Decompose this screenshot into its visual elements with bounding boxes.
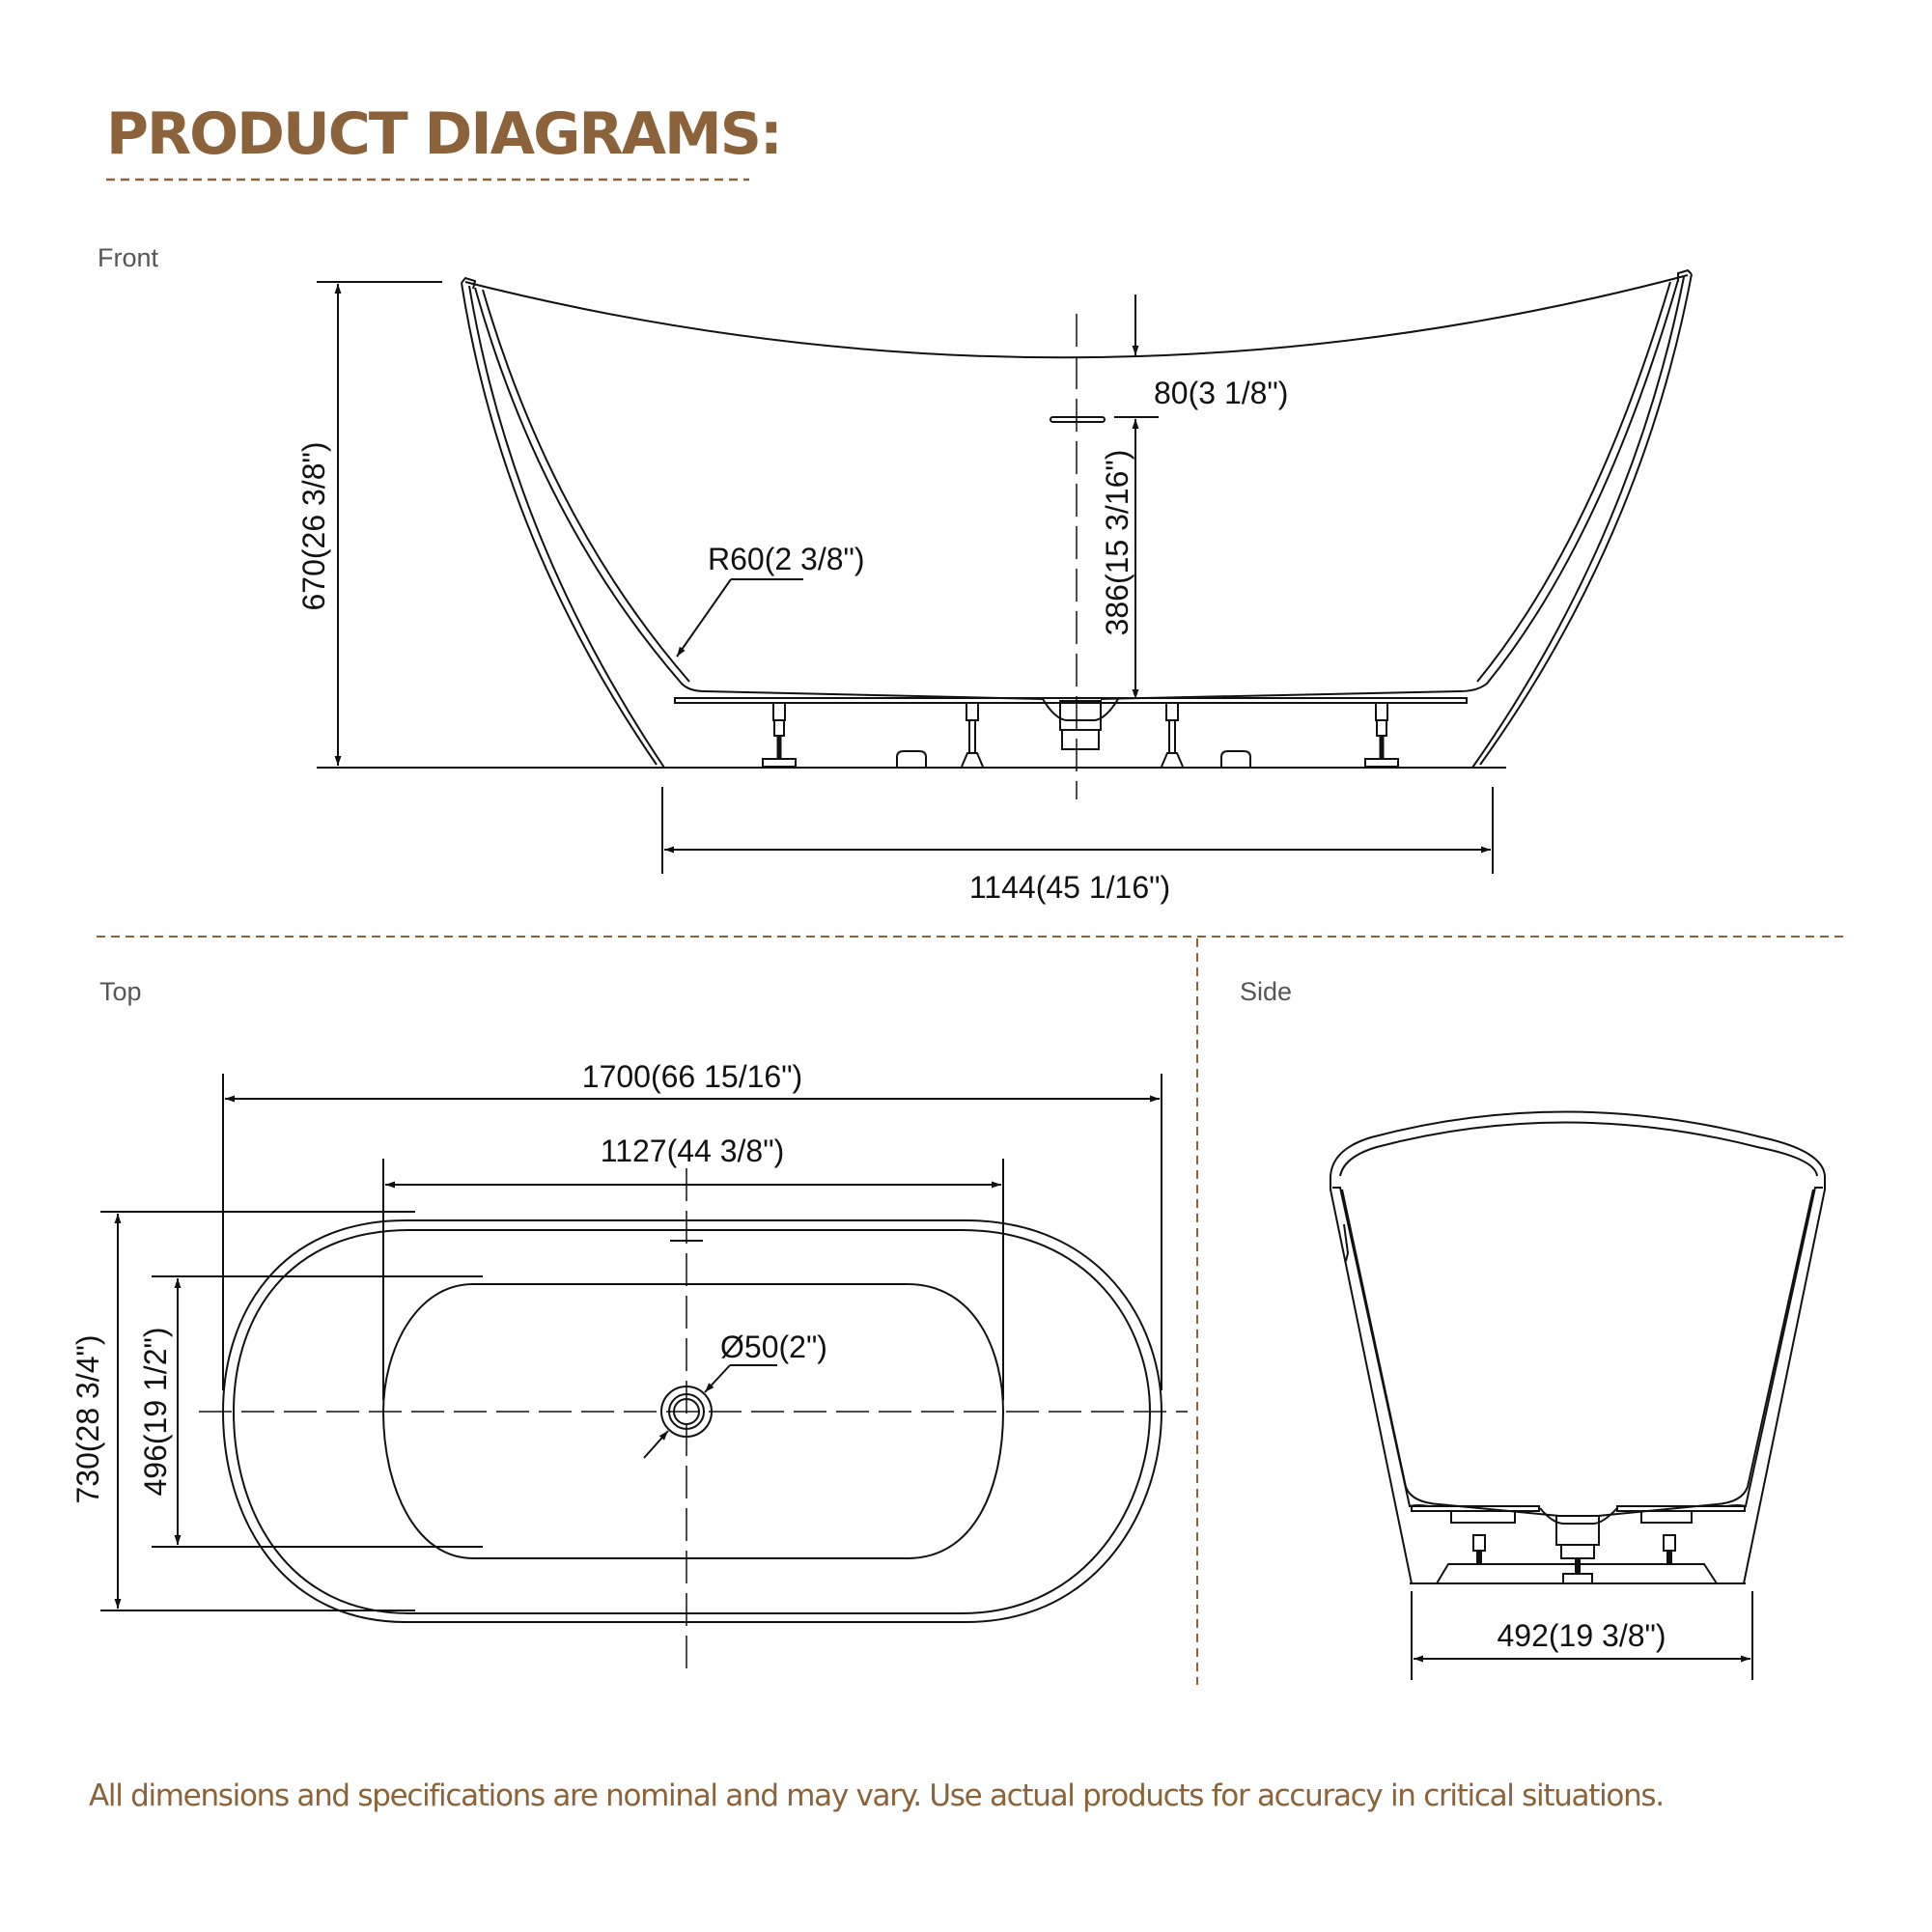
top-view-label: Top xyxy=(99,977,142,1006)
interior-width-label: 496(19 1/2") xyxy=(138,1327,173,1496)
side-view-label: Side xyxy=(1240,977,1293,1006)
front-view-drawing xyxy=(317,268,1693,769)
drain-diameter-label: Ø50(2") xyxy=(720,1330,827,1364)
disclaimer-text: All dimensions and specifications are no… xyxy=(89,1778,1665,1813)
side-base-width-dimension xyxy=(1411,1591,1753,1680)
front-view-label: Front xyxy=(98,243,159,272)
corner-radius-label: R60(2 3/8") xyxy=(708,542,865,576)
base-length-dimension xyxy=(661,787,1494,874)
overall-length-label: 1700(66 15/16") xyxy=(582,1059,802,1094)
corner-radius-leader xyxy=(676,578,803,658)
overall-length-dimension xyxy=(222,1074,1162,1390)
front-height-dimension xyxy=(317,281,442,766)
base-length-label: 1144(45 1/16") xyxy=(969,870,1170,905)
front-height-label: 670(26 3/8") xyxy=(296,441,331,610)
side-base-width-label: 492(19 3/8") xyxy=(1497,1618,1666,1653)
interior-width-dimension xyxy=(152,1275,483,1548)
interior-length-dimension xyxy=(382,1159,1004,1400)
drain-diameter-leader xyxy=(643,1364,777,1459)
front-overflow-dimensions xyxy=(1114,294,1159,699)
overflow-to-floor-label: 386(15 3/16") xyxy=(1100,450,1134,636)
rim-to-overflow-label: 80(3 1/8") xyxy=(1154,376,1288,410)
top-view-drawing xyxy=(221,1219,1163,1623)
interior-length-label: 1127(44 3/8") xyxy=(601,1134,784,1168)
side-view-drawing xyxy=(1330,1110,1826,1584)
page-title: PRODUCT DIAGRAMS: xyxy=(106,100,783,168)
overall-width-label: 730(28 3/4") xyxy=(70,1334,105,1503)
overall-width-dimension xyxy=(100,1211,415,1611)
